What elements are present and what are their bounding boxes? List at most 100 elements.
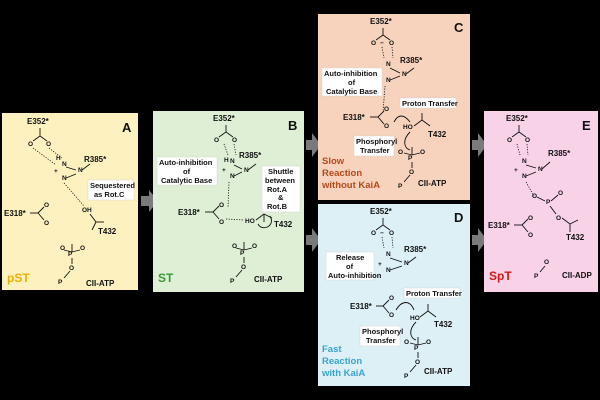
panel-a-n1: N: [62, 161, 67, 168]
panel-d-n1: N: [386, 251, 391, 258]
panel-c-t432-ho: HO: [403, 124, 413, 131]
panel-b-t432-ho: HO: [245, 218, 255, 225]
panel-d-caption-3: with KaiA: [321, 368, 365, 379]
panel-a-t432-label: T432: [98, 227, 117, 236]
panel-d-n2: N: [386, 267, 391, 274]
panel-c-e318-o1: O: [384, 106, 389, 113]
panel-e: E E352* O O R385* N + N N O P O O T432 E…: [484, 111, 598, 292]
panel-e-pt-o1: O: [532, 193, 537, 200]
panel-c-note-left-3: Catalytic Base: [326, 87, 377, 96]
panel-b-plus: +: [222, 167, 226, 174]
panel-d-o2: O: [389, 230, 394, 237]
panel-b-e352-label: E352*: [213, 114, 236, 123]
panel-d-n3: N: [404, 260, 409, 267]
panel-c-p1: P: [408, 155, 413, 162]
panel-d-t432-label: T432: [434, 320, 453, 329]
panel-c-n1: N: [386, 61, 391, 68]
panel-e-state: SpT: [489, 269, 512, 283]
panel-a-note-line2: as Rot.C: [94, 190, 125, 199]
panel-b-e318-label: E318*: [178, 208, 201, 217]
panel-a-o1: O: [28, 141, 33, 148]
panel-a-cii-label: CII-ATP: [86, 279, 115, 288]
panel-c-cii-label: CII-ATP: [418, 179, 447, 188]
panel-d-o-minus: −: [380, 230, 384, 237]
arrow-b-to-d: [306, 228, 321, 252]
panel-e-n2: N: [522, 173, 527, 180]
panel-d-po2: O: [426, 339, 431, 346]
panel-a-o2: O: [46, 141, 51, 148]
panel-d-r385-label: R385*: [404, 245, 427, 254]
panel-a-e318-o2: O: [44, 220, 49, 227]
panel-d-e318-o2: O: [389, 312, 394, 319]
panel-c-t432-label: T432: [428, 130, 447, 139]
panel-a-n3: N: [78, 167, 83, 174]
panel-e-e318-o2: O: [528, 232, 533, 239]
panel-b-n2: N: [230, 173, 235, 180]
panel-b-note-left-2: of: [183, 167, 191, 176]
panel-c-n2: N: [386, 77, 391, 84]
panel-a-e318-label: E318*: [4, 209, 27, 218]
panel-c-e318-o2: O: [384, 123, 389, 130]
panel-d-po1: O: [404, 339, 409, 346]
panel-c-note-left-2: of: [348, 78, 356, 87]
panel-d-note-left-1: Release: [336, 253, 364, 262]
panel-c-p2: P: [398, 183, 403, 190]
panel-d: D E352* O O − R385* N + N N Release of A…: [318, 204, 470, 386]
panel-a-p2: P: [58, 279, 63, 286]
panel-e-cii-label: CII-ADP: [562, 271, 592, 280]
panel-b-note-left-1: Auto-inhibition: [159, 158, 213, 167]
panel-b-p2: P: [230, 278, 235, 285]
panel-d-o1: O: [371, 230, 376, 237]
panel-b-cii-label: CII-ATP: [254, 275, 283, 284]
panel-d-cii-label: CII-ATP: [424, 367, 453, 376]
arrow-d-to-e: [472, 228, 487, 252]
panel-d-p2: P: [404, 373, 409, 380]
panel-b-n1: N: [230, 158, 235, 165]
panel-c-e352-label: E352*: [370, 17, 393, 26]
panel-d-letter: D: [454, 210, 463, 225]
arrow-b-to-c: [306, 133, 321, 157]
panel-c-proton: Proton Transfer: [402, 99, 458, 108]
arrow-a-to-b: [141, 190, 158, 212]
panel-b-po3: O: [241, 264, 246, 271]
panel-c-o2: O: [389, 40, 394, 47]
panel-c: C E352* O O − R385* N + N N Auto-inhibit…: [318, 14, 470, 200]
panel-e-pt-o2: O: [558, 190, 563, 197]
panel-a-state: pST: [7, 271, 30, 285]
panel-b-letter: B: [288, 118, 297, 133]
panel-e-background: [484, 111, 598, 292]
panel-e-adp-p: P: [534, 273, 539, 280]
panel-a-letter: A: [122, 120, 132, 135]
panel-b-note-right-5: Rot.B: [267, 202, 288, 211]
panel-d-e352-label: E352*: [370, 207, 393, 216]
panel-c-po3: O: [409, 169, 414, 176]
panel-b-po1: O: [232, 243, 237, 250]
panel-a-background: [2, 113, 138, 290]
panel-e-e318-label: E318*: [488, 221, 511, 230]
panel-a-e352-label: E352*: [27, 117, 50, 126]
panel-a-e318-o1: O: [44, 202, 49, 209]
panel-c-po2: O: [420, 149, 425, 156]
panel-b-e318-o1: O: [219, 202, 224, 209]
panel-b-note-right-4: &: [278, 193, 284, 202]
panel-d-phosphoryl-2: Transfer: [366, 336, 396, 345]
panel-b-state: ST: [158, 271, 174, 285]
panel-d-caption-1: Fast: [322, 344, 342, 355]
panel-d-p1: P: [414, 345, 419, 352]
panel-d-caption-2: Reaction: [322, 356, 362, 367]
panel-d-note-left-3: Auto-inhibition: [328, 271, 382, 280]
panel-a-note-line1: Sequestered: [90, 181, 135, 190]
panel-e-pt-o3: O: [556, 215, 561, 222]
arrow-c-to-e: [472, 133, 487, 157]
panel-c-po1: O: [398, 149, 403, 156]
panel-d-note-left-2: of: [346, 262, 354, 271]
panel-c-phosphoryl-2: Transfer: [360, 146, 390, 155]
panel-c-letter: C: [454, 20, 464, 35]
panel-b-p1: P: [240, 250, 245, 257]
panel-c-note-left-1: Auto-inhibition: [324, 69, 378, 78]
panel-c-caption-2: Reaction: [322, 168, 362, 179]
panel-b-hn1: H: [224, 157, 229, 164]
panel-e-n3: N: [538, 166, 543, 173]
panel-b-t432-label: T432: [274, 220, 293, 229]
